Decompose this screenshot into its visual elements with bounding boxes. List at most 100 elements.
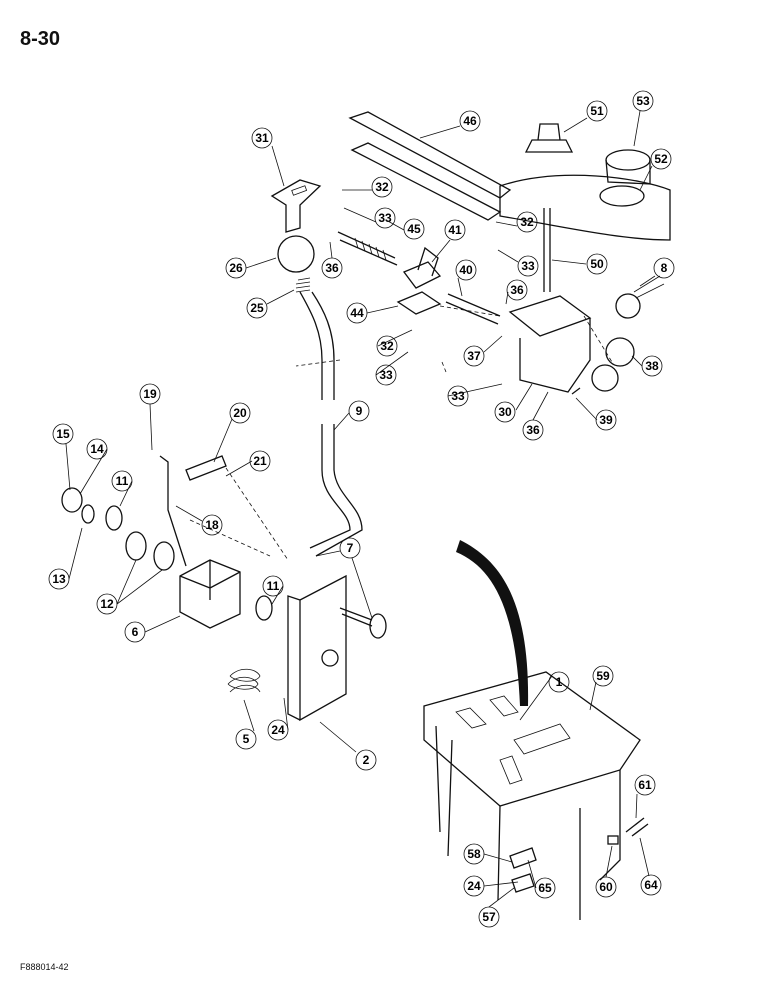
svg-text:40: 40 (459, 263, 473, 277)
svg-text:44: 44 (350, 306, 364, 320)
callout-44: 44 (346, 302, 368, 324)
svg-text:11: 11 (267, 579, 280, 593)
svg-text:33: 33 (521, 259, 535, 273)
svg-text:33: 33 (378, 211, 392, 225)
callout-1: 1 (548, 671, 570, 693)
callout-60: 60 (595, 876, 617, 898)
callout-41: 41 (444, 219, 466, 241)
svg-text:11: 11 (116, 474, 129, 488)
plate (499, 174, 671, 241)
svg-text:37: 37 (467, 349, 481, 363)
callout-24: 24 (463, 875, 485, 897)
callout-40: 40 (455, 259, 477, 281)
svg-text:57: 57 (482, 910, 496, 924)
svg-text:36: 36 (510, 283, 524, 297)
callout-8: 8 (653, 257, 675, 279)
callout-20: 20 (229, 402, 251, 424)
callout-14: 14 (86, 438, 108, 460)
svg-text:12: 12 (100, 597, 114, 611)
knob-ball (277, 235, 315, 273)
callout-15: 15 (52, 423, 74, 445)
callout-26: 26 (225, 257, 247, 279)
indicator-arrow (456, 540, 529, 706)
callout-18: 18 (201, 514, 223, 536)
svg-text:14: 14 (90, 442, 104, 456)
callouts: 1 2 5 6 7 8 9 11 11 12 13 14 15 18 19 20… (48, 90, 675, 928)
page-number: 8-30 (20, 28, 61, 50)
callout-52: 52 (650, 148, 672, 170)
svg-text:19: 19 (143, 387, 157, 401)
callout-9: 9 (348, 400, 370, 422)
callout-12: 12 (96, 593, 118, 615)
callout-51: 51 (586, 100, 608, 122)
callout-13: 13 (48, 568, 70, 590)
svg-text:59: 59 (596, 669, 610, 683)
svg-text:61: 61 (638, 778, 652, 792)
callout-32: 32 (371, 176, 393, 198)
base-44 (396, 291, 442, 315)
svg-text:7: 7 (347, 541, 354, 555)
console-frame (423, 671, 641, 807)
svg-text:21: 21 (253, 454, 267, 468)
svg-text:65: 65 (538, 881, 552, 895)
callout-37: 37 (463, 345, 485, 367)
svg-text:38: 38 (645, 359, 659, 373)
block-6 (179, 559, 241, 629)
svg-text:32: 32 (520, 215, 534, 229)
callout-58: 58 (463, 843, 485, 865)
callout-30: 30 (494, 401, 516, 423)
svg-text:33: 33 (451, 389, 465, 403)
callout-19: 19 (139, 383, 161, 405)
bracket-31 (270, 179, 322, 233)
isolator-51 (524, 123, 574, 153)
callout-45: 45 (403, 218, 425, 240)
svg-text:46: 46 (463, 114, 477, 128)
callout-50: 50 (586, 253, 608, 275)
svg-text:1: 1 (556, 675, 563, 689)
bracket-30 (508, 295, 592, 393)
callout-25: 25 (246, 297, 268, 319)
callout-32: 32 (376, 335, 398, 357)
part-drawings (61, 111, 671, 920)
callout-39: 39 (595, 409, 617, 431)
svg-text:45: 45 (407, 222, 421, 236)
svg-text:50: 50 (590, 257, 604, 271)
svg-text:58: 58 (467, 847, 481, 861)
callout-65: 65 (534, 877, 556, 899)
svg-text:30: 30 (498, 405, 512, 419)
callout-61: 61 (634, 774, 656, 796)
callout-31: 31 (251, 127, 273, 149)
callout-32: 32 (516, 211, 538, 233)
callout-33: 33 (447, 385, 469, 407)
figure-code: F888014-42 (20, 962, 69, 972)
svg-text:32: 32 (375, 180, 389, 194)
svg-text:8: 8 (661, 261, 668, 275)
callout-36: 36 (522, 419, 544, 441)
svg-text:2: 2 (363, 753, 370, 767)
svg-text:36: 36 (526, 423, 540, 437)
rail-lower (350, 142, 502, 221)
callout-21: 21 (249, 450, 271, 472)
svg-text:53: 53 (636, 94, 650, 108)
callout-33: 33 (517, 255, 539, 277)
svg-text:18: 18 (205, 518, 219, 532)
callout-57: 57 (478, 906, 500, 928)
svg-text:6: 6 (132, 625, 139, 639)
svg-text:52: 52 (654, 152, 668, 166)
callout-36: 36 (321, 257, 343, 279)
leader-lines (65, 110, 656, 908)
callout-7: 7 (339, 537, 361, 559)
svg-text:24: 24 (271, 723, 285, 737)
shift-lever (299, 291, 335, 400)
svg-text:64: 64 (644, 878, 658, 892)
callout-46: 46 (459, 110, 481, 132)
svg-text:13: 13 (52, 572, 66, 586)
callout-33: 33 (374, 207, 396, 229)
svg-text:26: 26 (229, 261, 243, 275)
callout-6: 6 (124, 621, 146, 643)
pivot-41 (402, 246, 442, 289)
svg-text:24: 24 (467, 879, 481, 893)
callout-2: 2 (355, 749, 377, 771)
svg-text:15: 15 (56, 427, 70, 441)
